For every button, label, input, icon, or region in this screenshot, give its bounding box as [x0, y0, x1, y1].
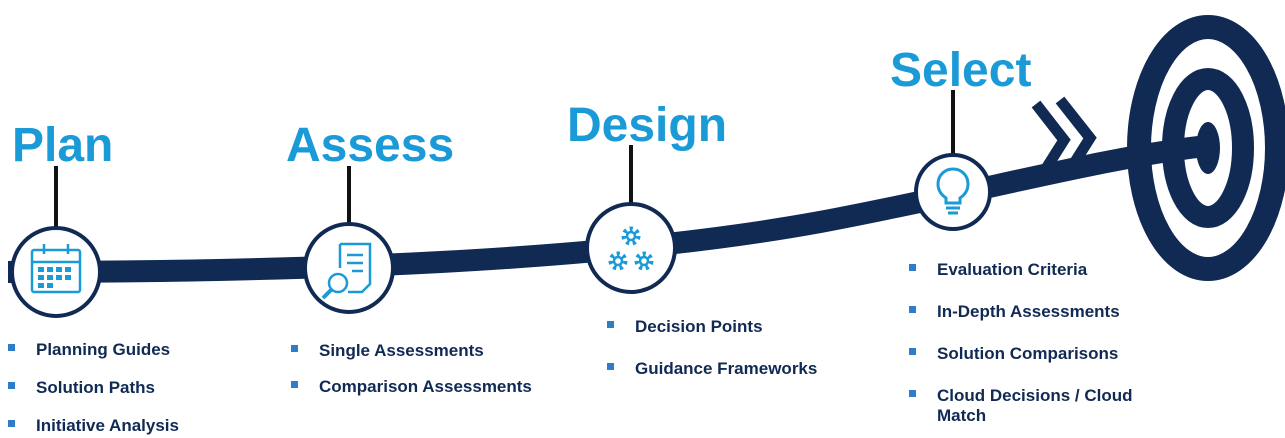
stage-title-assess: Assess: [286, 119, 455, 172]
list-item: Solution Paths: [8, 378, 268, 398]
list-item: Single Assessments: [291, 341, 591, 361]
list-item: In-Depth Assessments: [909, 302, 1179, 322]
stage-title-design: Design: [567, 99, 728, 152]
list-item: Comparison Assessments: [291, 377, 591, 397]
list-item: Evaluation Criteria: [909, 260, 1179, 280]
list-item: Solution Comparisons: [909, 344, 1179, 364]
list-item: Initiative Analysis: [8, 416, 268, 436]
select-items: Evaluation Criteria In-Depth Assessments…: [909, 260, 1179, 426]
stage-title-select: Select: [890, 44, 1032, 97]
gears-icon: [608, 226, 654, 271]
document-search-icon: [321, 242, 372, 300]
select-circle: [914, 153, 992, 231]
arrow-chevrons: [1031, 96, 1097, 181]
plan-circle: [10, 226, 102, 318]
list-item: Planning Guides: [8, 340, 268, 360]
assess-items: Single Assessments Comparison Assessment…: [291, 341, 591, 397]
list-item: Guidance Frameworks: [607, 359, 887, 379]
design-circle: [585, 202, 677, 294]
stage-title-plan: Plan: [12, 119, 114, 172]
lightbulb-icon: [936, 167, 970, 215]
list-item: Cloud Decisions / Cloud Match: [909, 386, 1177, 426]
calendar-icon: [30, 244, 82, 294]
list-item: Decision Points: [607, 317, 887, 337]
design-items: Decision Points Guidance Frameworks: [607, 317, 887, 379]
assess-circle: [303, 222, 395, 314]
stage-connectors: [54, 90, 955, 230]
plan-items: Planning Guides Solution Paths Initiativ…: [8, 340, 268, 436]
